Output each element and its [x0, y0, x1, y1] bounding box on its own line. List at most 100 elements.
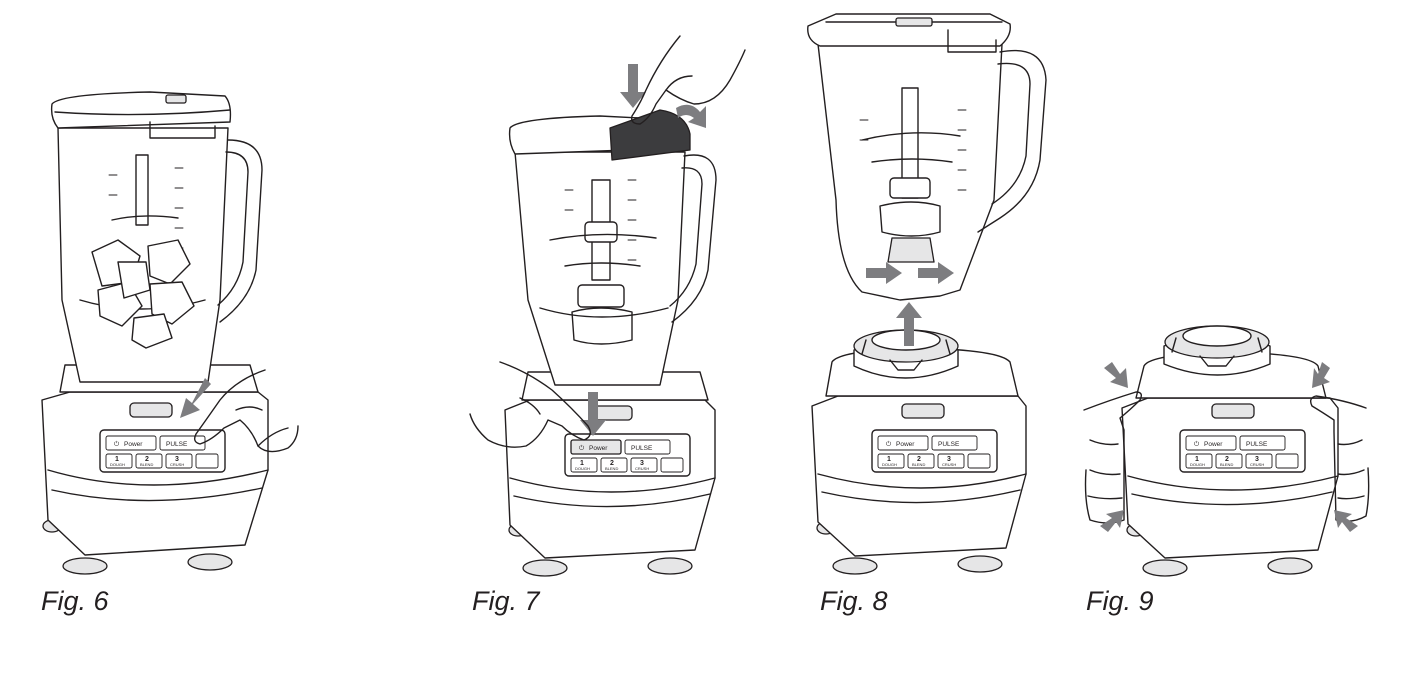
pitcher-handle: [219, 139, 263, 323]
blend-number: 2: [145, 456, 149, 463]
dough-number: 1: [580, 460, 584, 467]
crush-button: [1245, 453, 1273, 469]
blender-foot: [522, 559, 568, 577]
pulse-button: [1239, 435, 1286, 451]
pulse-label: PULSE: [166, 441, 188, 448]
control-panel: ⏻ Power PULSE 1 DOUGH 2 BLEND 3 CRUSH: [1179, 429, 1306, 473]
dough-button: [570, 457, 598, 473]
blender-foot: [1267, 557, 1313, 575]
fig7-illustration: ⏻ Power PULSE 1 DOUGH 2 BLEND 3 CRUSH: [469, 35, 746, 577]
hand-icon: [1083, 391, 1143, 524]
dough-label: DOUGH: [110, 462, 125, 467]
crush-button: [630, 457, 658, 473]
motor-base: [1121, 397, 1339, 559]
blender-foot: [647, 557, 693, 575]
crush-label: CRUSH: [635, 466, 649, 471]
figure-caption: Fig. 9: [1086, 586, 1154, 616]
power-icon: ⏻: [114, 441, 119, 448]
indicator-window: [129, 402, 173, 418]
hand-icon: [469, 361, 591, 448]
power-icon: ⏻: [1194, 441, 1199, 448]
control-panel: ⏻ Power PULSE 1 DOUGH 2 BLEND 3 CRUSH: [564, 433, 691, 477]
figure-6: ⏻ Power PULSE 1 DOUGH 2 BLEND 3 CRUSH: [0, 0, 330, 696]
pulse-button: [159, 435, 206, 451]
drive-gear: [1163, 325, 1271, 376]
blend-button: [600, 457, 628, 473]
dough-number: 1: [887, 456, 891, 463]
power-label: Power: [896, 441, 915, 448]
crush-label: CRUSH: [170, 462, 184, 467]
fig6-illustration: ⏻ Power PULSE 1 DOUGH 2 BLEND 3 CRUSH: [41, 91, 299, 575]
dough-label: DOUGH: [1190, 462, 1205, 467]
dough-button: [1185, 453, 1213, 469]
press-arrow-icon: [180, 378, 211, 418]
blender-foot: [187, 553, 233, 571]
pulse-label: PULSE: [1246, 441, 1268, 448]
power-label: Power: [1204, 441, 1223, 448]
pulse-label: PULSE: [631, 445, 653, 452]
dough-number: 1: [1195, 456, 1199, 463]
indicator-window: [901, 403, 945, 419]
blender-foot: [62, 557, 108, 575]
press-down-arrow-icon: [620, 64, 646, 108]
power-button: [570, 439, 622, 455]
dough-button: [877, 453, 905, 469]
hand-icon: [1309, 395, 1370, 523]
blender-foot: [957, 555, 1003, 573]
blender-foot: [832, 557, 878, 575]
dough-label: DOUGH: [882, 462, 897, 467]
pulse-button: [931, 435, 978, 451]
crush-number: 3: [175, 456, 179, 463]
crush-label: CRUSH: [942, 462, 956, 467]
lid-latch: [165, 94, 187, 104]
dough-button: [105, 453, 133, 469]
hand-icon: [193, 369, 299, 453]
ice-cubes: [91, 239, 195, 349]
release-arrow-icon: [918, 262, 954, 284]
single-serve-button: [195, 453, 219, 469]
control-panel: ⏻ Power PULSE 1 DOUGH 2 BLEND 3 CRUSH: [871, 429, 998, 473]
crush-number: 3: [1255, 456, 1259, 463]
blender-foot: [1142, 559, 1188, 577]
pitcher-handle: [671, 154, 717, 323]
release-arrow-icon: [866, 262, 902, 284]
power-button: [877, 435, 929, 451]
crush-number: 3: [947, 456, 951, 463]
squeeze-arrow-icon: [1100, 510, 1124, 532]
hand-icon: [630, 35, 746, 125]
blend-label: BLEND: [140, 462, 153, 467]
blend-button: [1215, 453, 1243, 469]
lift-arrow-icon: [896, 302, 922, 346]
blend-number: 2: [917, 456, 921, 463]
crush-label: CRUSH: [1250, 462, 1264, 467]
power-label: Power: [124, 441, 143, 448]
figure-7: ⏻ Power PULSE 1 DOUGH 2 BLEND 3 CRUSH: [469, 35, 746, 616]
pulse-label: PULSE: [938, 441, 960, 448]
power-icon: ⏻: [579, 445, 584, 452]
blend-label: BLEND: [912, 462, 925, 467]
crush-button: [165, 453, 193, 469]
blend-label: BLEND: [605, 466, 618, 471]
figure-8: ⏻ Power PULSE 1 DOUGH 2 BLEND 3 CRUSH: [807, 13, 1047, 616]
blend-button: [135, 453, 163, 469]
blend-number: 2: [610, 460, 614, 467]
crush-button: [937, 453, 965, 469]
figure-caption: Fig. 6: [41, 586, 109, 616]
squeeze-arrow-icon: [1104, 362, 1128, 388]
dough-label: DOUGH: [575, 466, 590, 471]
dough-number: 1: [115, 456, 119, 463]
control-panel: ⏻ Power PULSE 1 DOUGH 2 BLEND 3 CRUSH: [99, 429, 226, 473]
pitcher-handle: [977, 49, 1047, 233]
squeeze-arrow-icon: [1334, 510, 1358, 532]
lid-latch: [895, 17, 933, 27]
crush-number: 3: [640, 460, 644, 467]
blend-label: BLEND: [1220, 462, 1233, 467]
squeeze-arrow-icon: [1312, 362, 1330, 388]
power-button: [1185, 435, 1237, 451]
single-serve-button: [1275, 453, 1299, 469]
figure-caption: Fig. 7: [472, 586, 540, 616]
indicator-window: [1211, 403, 1255, 419]
single-serve-button: [967, 453, 991, 469]
